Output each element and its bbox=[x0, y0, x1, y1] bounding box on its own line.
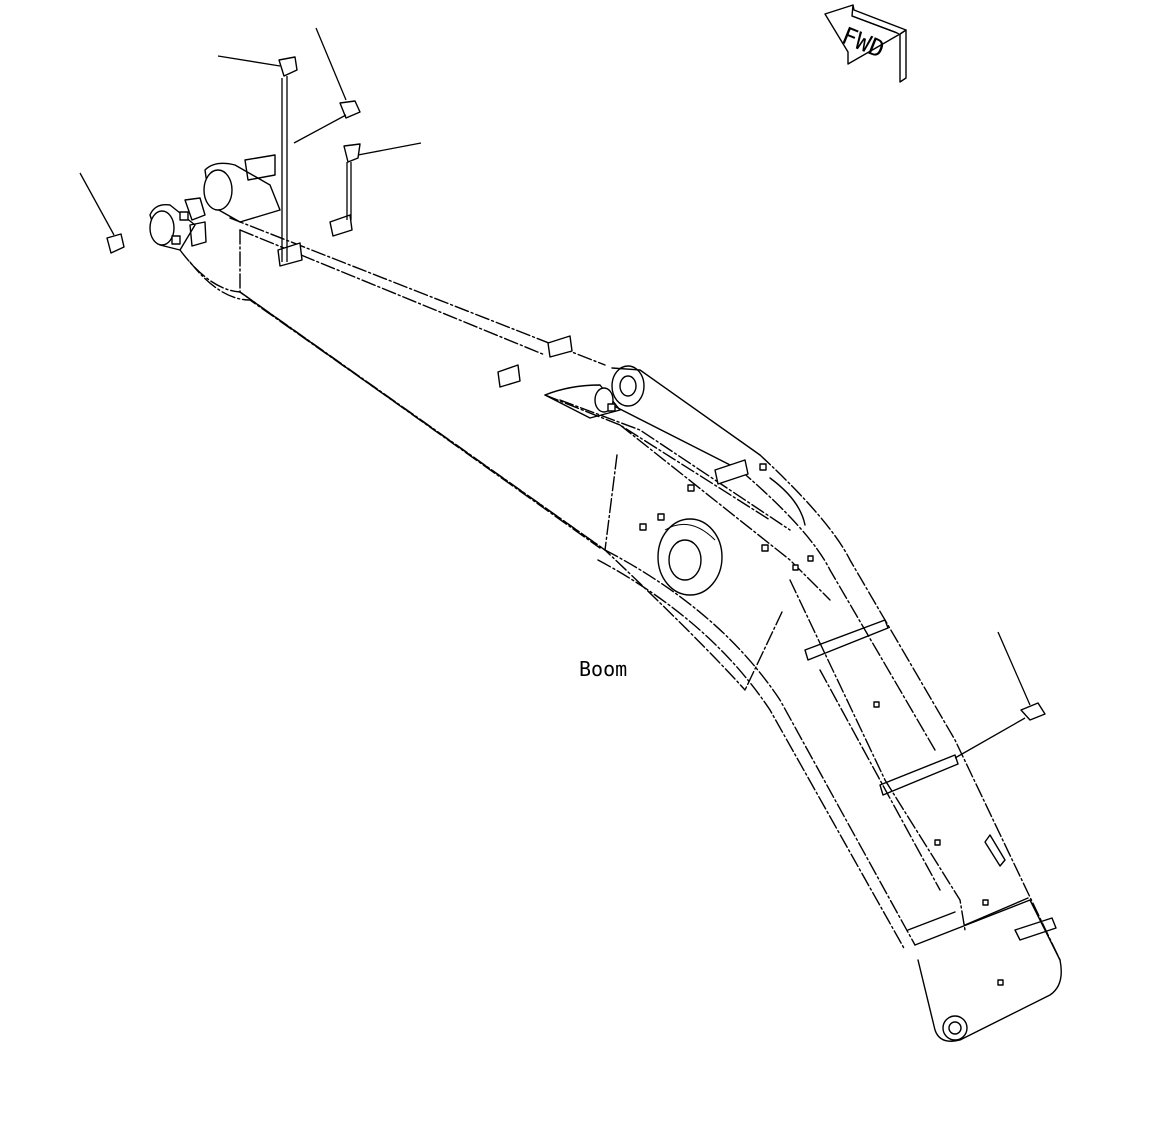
boom-body bbox=[179, 217, 1062, 1042]
boom-foot bbox=[149, 154, 281, 251]
cap-part bbox=[79, 27, 1046, 759]
boom-label: Boom bbox=[579, 657, 627, 681]
pipe-bracket bbox=[277, 214, 806, 552]
fwd-arrow-icon: FWD bbox=[824, 4, 907, 83]
boom-knuckle bbox=[544, 365, 761, 471]
